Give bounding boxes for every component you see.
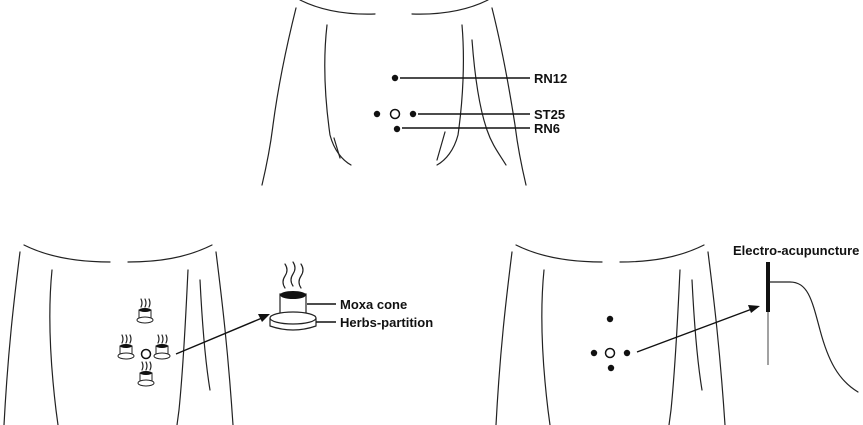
torso-outline-bottom-left (4, 245, 233, 425)
rn12-point (392, 75, 398, 81)
st25-right-point-electro (624, 350, 630, 356)
small-moxa-cone-right (154, 335, 170, 359)
st25-left-point (374, 111, 380, 117)
small-moxa-cone-top (137, 299, 153, 323)
arrow-to-needle-detail (637, 305, 760, 352)
label-moxa-cone: Moxa cone (340, 297, 407, 312)
label-st25: ST25 (534, 107, 565, 122)
acupoint-markers-bottom-right (591, 316, 630, 371)
top-panel: RN12 ST25 RN6 (262, 0, 567, 185)
needle-handle (766, 262, 770, 312)
navel-marker-moxa (142, 350, 151, 359)
arrow-to-moxa-detail (176, 314, 270, 354)
rn12-point-electro (607, 316, 613, 322)
rn6-point (394, 126, 400, 132)
smoke-icon (283, 262, 303, 288)
label-rn6: RN6 (534, 121, 560, 136)
small-moxa-cone-left (118, 335, 134, 359)
bottom-left-panel: Moxa cone Herbs-partition (4, 245, 433, 425)
st25-right-point (410, 111, 416, 117)
label-herbs-partition: Herbs-partition (340, 315, 433, 330)
needle-detail (766, 262, 858, 392)
leader-lines-top (400, 78, 530, 128)
torso-outline-bottom-right (496, 245, 725, 425)
navel-marker-electro (606, 349, 615, 358)
label-electro-acupuncture: Electro-acupuncture (733, 243, 859, 258)
moxa-cone-detail (270, 262, 336, 330)
small-moxa-cone-bottom (138, 362, 154, 386)
bottom-right-panel: Electro-acupuncture (496, 243, 859, 425)
st25-left-point-electro (591, 350, 597, 356)
label-rn12: RN12 (534, 71, 567, 86)
herbs-partition-disc (270, 312, 316, 324)
rn6-point-electro (608, 365, 614, 371)
acupoint-markers-top (374, 75, 416, 132)
torso-outline-top (262, 0, 526, 185)
electrode-wire (770, 282, 858, 392)
moxa-cones-on-body (118, 299, 170, 386)
navel-marker (391, 110, 400, 119)
moxa-cone-burning-top (280, 291, 306, 299)
